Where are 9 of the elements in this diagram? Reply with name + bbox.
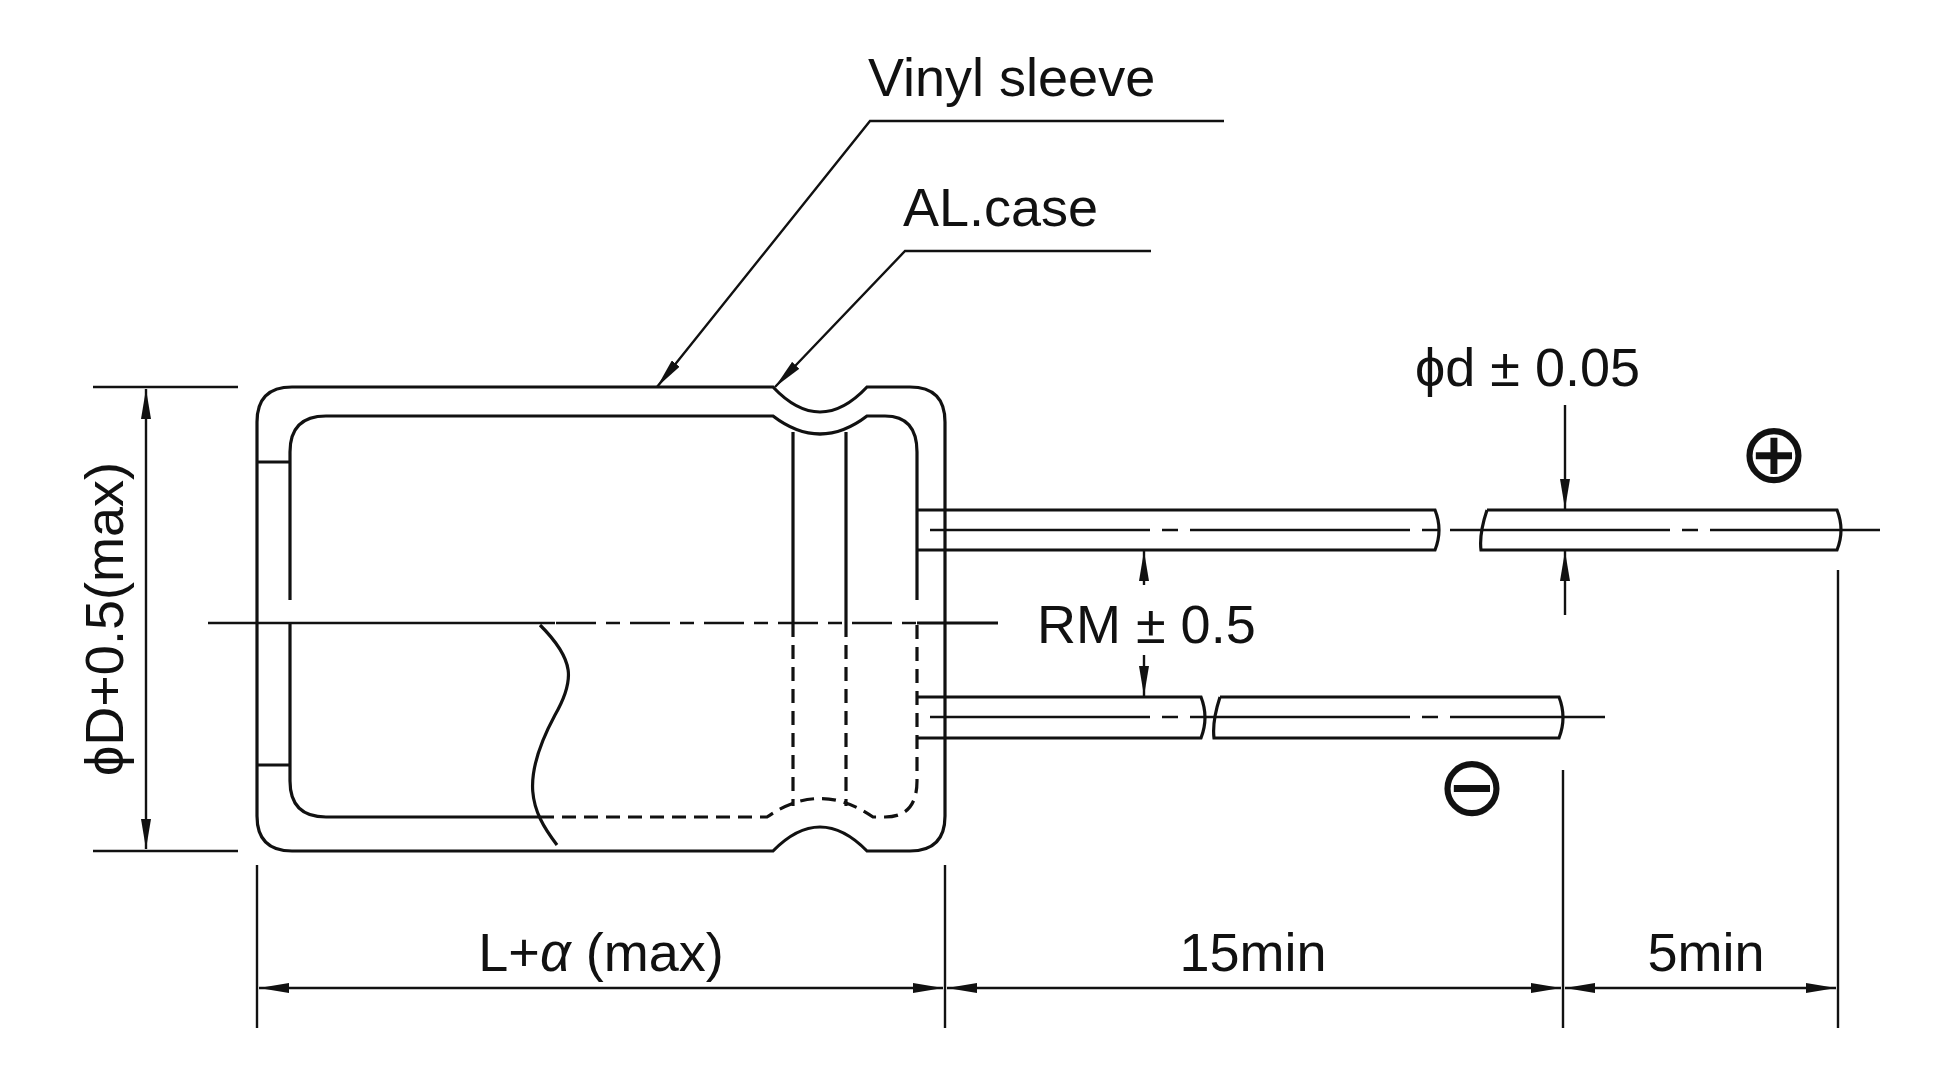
vinyl-sleeve-outline [255, 385, 947, 853]
dimension-label: 5min [1647, 925, 1765, 979]
leader-line [774, 249, 1151, 388]
callout-label: AL.case [903, 180, 1100, 234]
polarity-mark: ⊕ [1738, 411, 1810, 495]
polarity-mark: ⊖ [1436, 744, 1508, 828]
leader-line [656, 119, 1224, 388]
dimension-label: RM ± 0.5 [1037, 597, 1256, 651]
dimension-label: 15min [1179, 925, 1327, 979]
